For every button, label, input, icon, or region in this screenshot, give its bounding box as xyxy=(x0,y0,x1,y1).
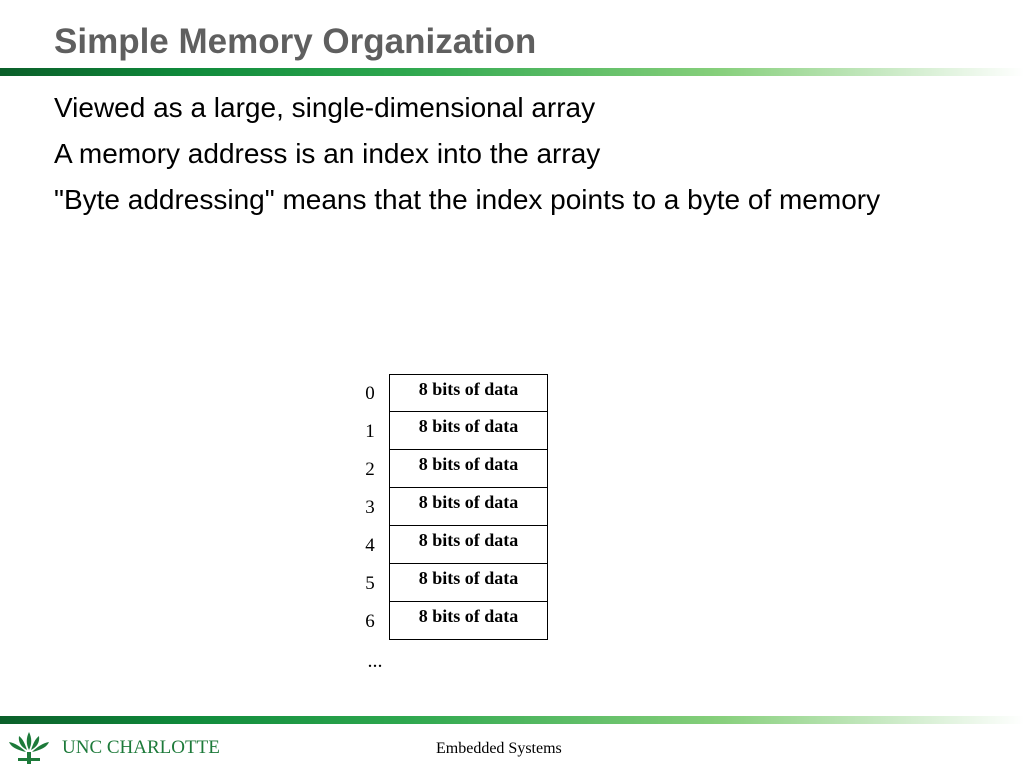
address-label: 4 xyxy=(365,535,375,556)
memory-row: 1 8 bits of data xyxy=(356,412,556,450)
memory-cell: 8 bits of data xyxy=(389,374,548,412)
memory-array-diagram: 0 8 bits of data 1 8 bits of data 2 8 bi… xyxy=(356,374,556,684)
address-label: 5 xyxy=(365,573,375,594)
memory-row: 0 8 bits of data xyxy=(356,374,556,412)
address-label: 2 xyxy=(365,459,375,480)
memory-row: 5 8 bits of data xyxy=(356,564,556,602)
memory-row: 4 8 bits of data xyxy=(356,526,556,564)
crown-leaf-icon xyxy=(9,732,49,764)
memory-cell: 8 bits of data xyxy=(389,450,548,488)
memory-cell: 8 bits of data xyxy=(389,526,548,564)
footer-divider xyxy=(0,716,1024,724)
address-label: 1 xyxy=(365,421,375,442)
slide-title: Simple Memory Organization xyxy=(54,22,537,61)
bullet-item: A memory address is an index into the ar… xyxy=(54,138,601,169)
memory-row: 6 8 bits of data xyxy=(356,602,556,640)
memory-cell: 8 bits of data xyxy=(389,488,548,526)
title-divider xyxy=(0,68,1024,76)
bullet-item: Viewed as a large, single-dimensional ar… xyxy=(54,92,596,123)
memory-cell: 8 bits of data xyxy=(389,602,548,640)
bullet-list: Viewed as a large, single-dimensional ar… xyxy=(54,90,954,228)
memory-row: 2 8 bits of data xyxy=(356,450,556,488)
memory-cell: 8 bits of data xyxy=(389,564,548,602)
logo-wordmark: UNC CHARLOTTE xyxy=(62,737,220,758)
continuation-ellipsis: ... xyxy=(367,650,383,672)
university-logo: UNC CHARLOTTE xyxy=(4,728,220,766)
bullet-item: "Byte addressing" means that the index p… xyxy=(54,184,881,215)
memory-row: 3 8 bits of data xyxy=(356,488,556,526)
address-label: 3 xyxy=(365,497,375,518)
memory-cell: 8 bits of data xyxy=(389,412,548,450)
address-label: 6 xyxy=(365,611,375,632)
address-label: 0 xyxy=(365,383,375,404)
course-name: Embedded Systems xyxy=(436,740,562,757)
